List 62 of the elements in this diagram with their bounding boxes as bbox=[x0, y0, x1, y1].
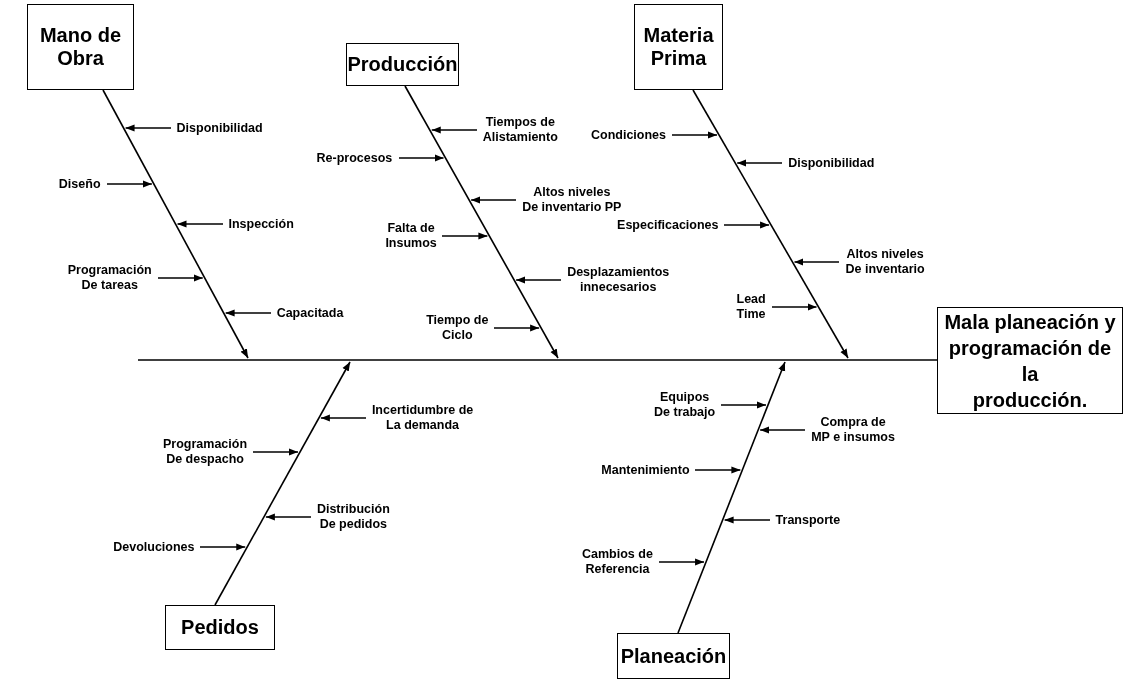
cause-label: Especificaciones bbox=[617, 217, 719, 233]
cause-label: Diseño bbox=[58, 176, 101, 192]
category-box: Planeación bbox=[617, 633, 730, 679]
cause-label: Tiempos de Alistamiento bbox=[482, 115, 558, 145]
arrow bbox=[124, 124, 172, 132]
arrow bbox=[176, 220, 224, 228]
arrow bbox=[265, 513, 312, 521]
bone-arrow bbox=[214, 361, 351, 606]
cause-label: Altos niveles De inventario PP bbox=[522, 185, 622, 215]
category-box: Producción bbox=[346, 43, 459, 86]
arrow bbox=[694, 466, 742, 474]
arrow bbox=[759, 426, 806, 434]
bone-arrow bbox=[692, 89, 849, 359]
arrow bbox=[771, 303, 818, 311]
cause-label: Disponibilidad bbox=[788, 155, 875, 171]
arrow bbox=[470, 196, 517, 204]
bone-arrow bbox=[102, 89, 249, 359]
cause-label: Condiciones bbox=[591, 127, 667, 143]
cause-label: Incertidumbre de La demanda bbox=[371, 403, 474, 433]
cause-label: Lead Time bbox=[736, 292, 766, 322]
cause-label: Mantenimiento bbox=[601, 462, 690, 478]
arrow bbox=[515, 276, 562, 284]
bone-arrow bbox=[404, 85, 559, 359]
category-box: Materia Prima bbox=[634, 4, 723, 90]
arrow bbox=[493, 324, 540, 332]
arrow bbox=[441, 232, 489, 240]
cause-label: Programación De despacho bbox=[163, 437, 248, 467]
cause-label: Equipos De trabajo bbox=[654, 390, 716, 420]
cause-label: Compra de MP e insumos bbox=[811, 415, 895, 445]
bone-arrow bbox=[677, 361, 786, 634]
cause-label: Programación De tareas bbox=[67, 263, 152, 293]
effect-box: Mala planeación y programación de la producción. bbox=[937, 307, 1123, 414]
cause-label: Cambios de Referencia bbox=[582, 547, 653, 577]
arrow bbox=[723, 516, 771, 524]
arrow bbox=[224, 309, 272, 317]
arrow bbox=[793, 258, 840, 266]
arrow bbox=[157, 274, 204, 282]
arrow bbox=[671, 131, 718, 139]
arrow bbox=[199, 543, 246, 551]
category-box: Mano de Obra bbox=[27, 4, 134, 90]
cause-label: Re-procesos bbox=[316, 150, 393, 166]
cause-label: Disponibilidad bbox=[176, 120, 263, 136]
cause-label: Capacitada bbox=[276, 305, 344, 321]
arrow bbox=[723, 221, 770, 229]
cause-label: Devoluciones bbox=[113, 539, 195, 555]
arrow bbox=[720, 401, 767, 409]
cause-label: Transporte bbox=[775, 512, 841, 528]
cause-label: Falta de Insumos bbox=[385, 221, 437, 251]
arrow bbox=[106, 180, 153, 188]
arrow bbox=[658, 558, 705, 566]
arrow bbox=[736, 159, 783, 167]
arrow bbox=[320, 414, 367, 422]
arrow bbox=[430, 126, 478, 134]
cause-label: Desplazamientos innecesarios bbox=[567, 265, 670, 295]
cause-label: Distribución De pedidos bbox=[316, 502, 390, 532]
spine-line bbox=[137, 359, 938, 361]
cause-label: Inspección bbox=[228, 216, 294, 232]
arrow bbox=[398, 154, 445, 162]
arrow bbox=[252, 448, 299, 456]
cause-label: Tiempo de Ciclo bbox=[426, 313, 489, 343]
cause-label: Altos niveles De inventario bbox=[845, 247, 925, 277]
category-box: Pedidos bbox=[165, 605, 275, 650]
